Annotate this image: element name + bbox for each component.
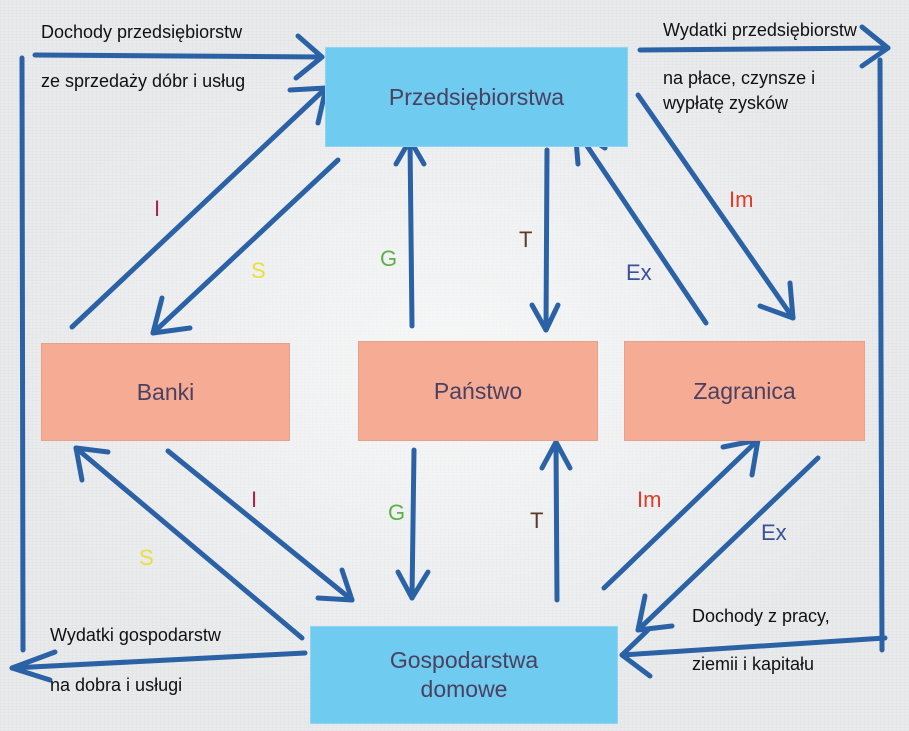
enterprise-income-text-1: Dochody przedsiębiorstw	[41, 22, 243, 42]
households-label-line1: Gospodarstwa	[389, 647, 539, 674]
label-Ex-top: Ex	[626, 260, 652, 285]
household-expenses-text-1: Wydatki gospodarstw	[50, 625, 221, 645]
enterprise-expenses-text-2: na płace, czynsze i	[663, 68, 816, 88]
arrow-T-enterprises-to-state	[543, 147, 550, 333]
banks-box: Banki	[41, 343, 290, 441]
enterprise-expenses-text-3: wypłatę zysków	[663, 93, 789, 113]
label-G-bottom: G	[388, 500, 406, 525]
enterprises-box: Przedsiębiorstwa	[325, 47, 628, 147]
banks-label: Banki	[136, 378, 195, 405]
arrow-T-households-to-state	[553, 439, 560, 603]
arrow-S-households-to-banks-head	[73, 445, 111, 483]
enterprises-label: Przedsiębiorstwa	[388, 83, 565, 110]
arrow-S-enterprises-to-banks	[150, 157, 341, 336]
arrow-T-households-to-state-head	[539, 439, 573, 471]
arrow-I-banks-to-households-head	[315, 567, 355, 603]
household-income-text-1: Dochody z pracy,	[692, 606, 830, 626]
arrow-outer-left-top-head	[293, 33, 325, 81]
household-expenses-text-2: na dobra i usługi	[50, 675, 183, 695]
label-Ex-bottom: Ex	[761, 520, 787, 545]
arrow-outer-left-top	[32, 52, 325, 60]
foreign-label: Zagranica	[693, 377, 796, 404]
households-box: Gospodarstwa domowe	[310, 626, 618, 724]
arrow-outer-left-bottom-head	[9, 649, 58, 683]
enterprise-income-text-2: ze sprzedaży dóbr i usług	[41, 71, 246, 91]
arrow-outer-right-bottom-head	[619, 627, 653, 679]
household-income-text-2: ziemii i kapitału	[692, 654, 815, 674]
arrow-outer-left-bottom	[9, 650, 308, 671]
label-Im-bottom: Im	[637, 487, 662, 512]
state-box: Państwo	[358, 341, 598, 441]
enterprise-expenses-text-1: Wydatki przedsiębiorstw	[663, 20, 857, 40]
arrow-Ex-foreign-to-enterprises	[572, 125, 709, 326]
arrow-Ex-foreign-to-households	[635, 455, 821, 633]
arrow-G-state-to-households-head	[395, 569, 431, 601]
label-T-bottom: T	[530, 508, 544, 533]
arrow-G-state-to-households	[409, 447, 417, 601]
arrow-Im-enterprises-to-foreign-head	[757, 280, 796, 321]
arrow-Im-households-to-foreign	[601, 437, 761, 591]
arrow-outer-right-top	[637, 45, 891, 53]
arrow-outer-left-vertical	[19, 55, 26, 653]
arrow-outer-right-vertical	[877, 57, 885, 653]
label-G-top: G	[380, 246, 398, 271]
arrow-T-enterprises-to-state-head	[529, 302, 561, 333]
foreign-box: Zagranica	[624, 341, 865, 441]
label-I-bottom: I	[251, 487, 258, 512]
arrow-Im-enterprises-to-foreign	[635, 92, 796, 321]
arrow-G-state-to-enterprises	[407, 137, 415, 329]
label-I-top: I	[154, 196, 161, 221]
arrow-S-households-to-banks	[73, 445, 305, 641]
households-label-line2: domowe	[420, 676, 508, 702]
arrow-Ex-foreign-to-households-head	[635, 593, 675, 633]
arrow-outer-right-top-head	[859, 24, 891, 69]
arrow-S-enterprises-to-banks-head	[150, 295, 193, 336]
label-Im-top: Im	[729, 187, 754, 212]
state-label: Państwo	[433, 377, 523, 404]
arrow-I-banks-to-households	[165, 448, 355, 603]
label-S-top: S	[251, 258, 266, 283]
arrow-I-banks-to-enterprises	[69, 85, 329, 330]
label-T-top: T	[519, 227, 533, 252]
label-S-bottom: S	[139, 545, 154, 570]
arrow-outer-right-bottom	[619, 635, 888, 658]
